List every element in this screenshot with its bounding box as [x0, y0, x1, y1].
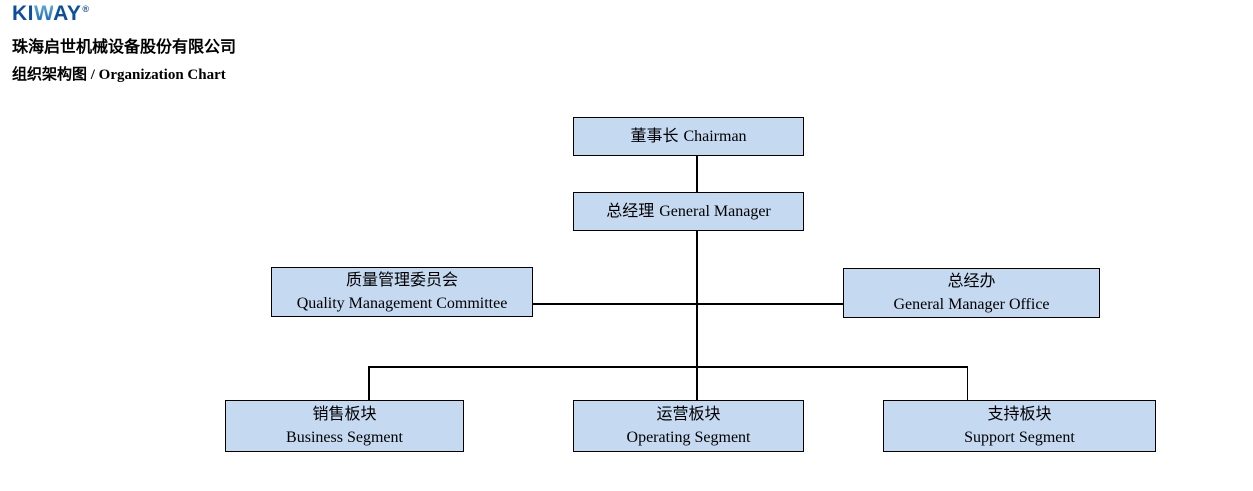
logo-text-part3: AY [53, 2, 82, 25]
node-label-zh: 总经理 [606, 203, 655, 220]
node-label-en: Support Segment [964, 429, 1075, 446]
connector-segments-crossbar [368, 366, 968, 368]
registered-trademark-mark: ® [82, 4, 90, 14]
company-name: 珠海启世机械设备股份有限公司 [12, 39, 237, 56]
node-label-en: Chairman [683, 128, 747, 145]
node-label-en: Business Segment [286, 429, 403, 446]
org-node-chairman: 董事长 Chairman [573, 117, 804, 156]
org-node-general-manager: 总经理 General Manager [573, 192, 804, 231]
node-label-zh: 董事长 [630, 128, 679, 145]
connector-to-business-segment [368, 366, 370, 400]
org-node-general-manager-office: 总经办 General Manager Office [843, 268, 1100, 318]
logo-text-part1: KI [12, 2, 34, 25]
node-label-zh: 总经办 [947, 273, 996, 290]
connector-committee-office-crossbar [533, 303, 843, 305]
node-label-zh: 销售板块 [312, 406, 377, 423]
node-label-en: Quality Management Committee [296, 295, 508, 312]
connector-to-support-segment [966, 366, 968, 400]
node-label-zh: 支持板块 [987, 406, 1052, 423]
org-node-support-segment: 支持板块 Support Segment [883, 400, 1156, 452]
org-node-quality-management-committee: 质量管理委员会 Quality Management Committee [271, 267, 533, 317]
node-label-en: General Manager Office [893, 296, 1050, 313]
node-label-en: General Manager [659, 203, 771, 220]
logo-text-part2: W [34, 2, 54, 25]
kiway-logo: KIWAY® [12, 2, 90, 26]
org-node-operating-segment: 运营板块 Operating Segment [573, 400, 804, 452]
connector-gm-trunk [696, 230, 698, 400]
page-title: 组织架构图 / Organization Chart [12, 67, 226, 83]
node-label-zh: 运营板块 [656, 406, 721, 423]
org-node-business-segment: 销售板块 Business Segment [225, 400, 464, 452]
node-label-zh: 质量管理委员会 [345, 272, 458, 289]
connector-chairman-to-gm [696, 155, 698, 192]
node-label-en: Operating Segment [626, 429, 751, 446]
